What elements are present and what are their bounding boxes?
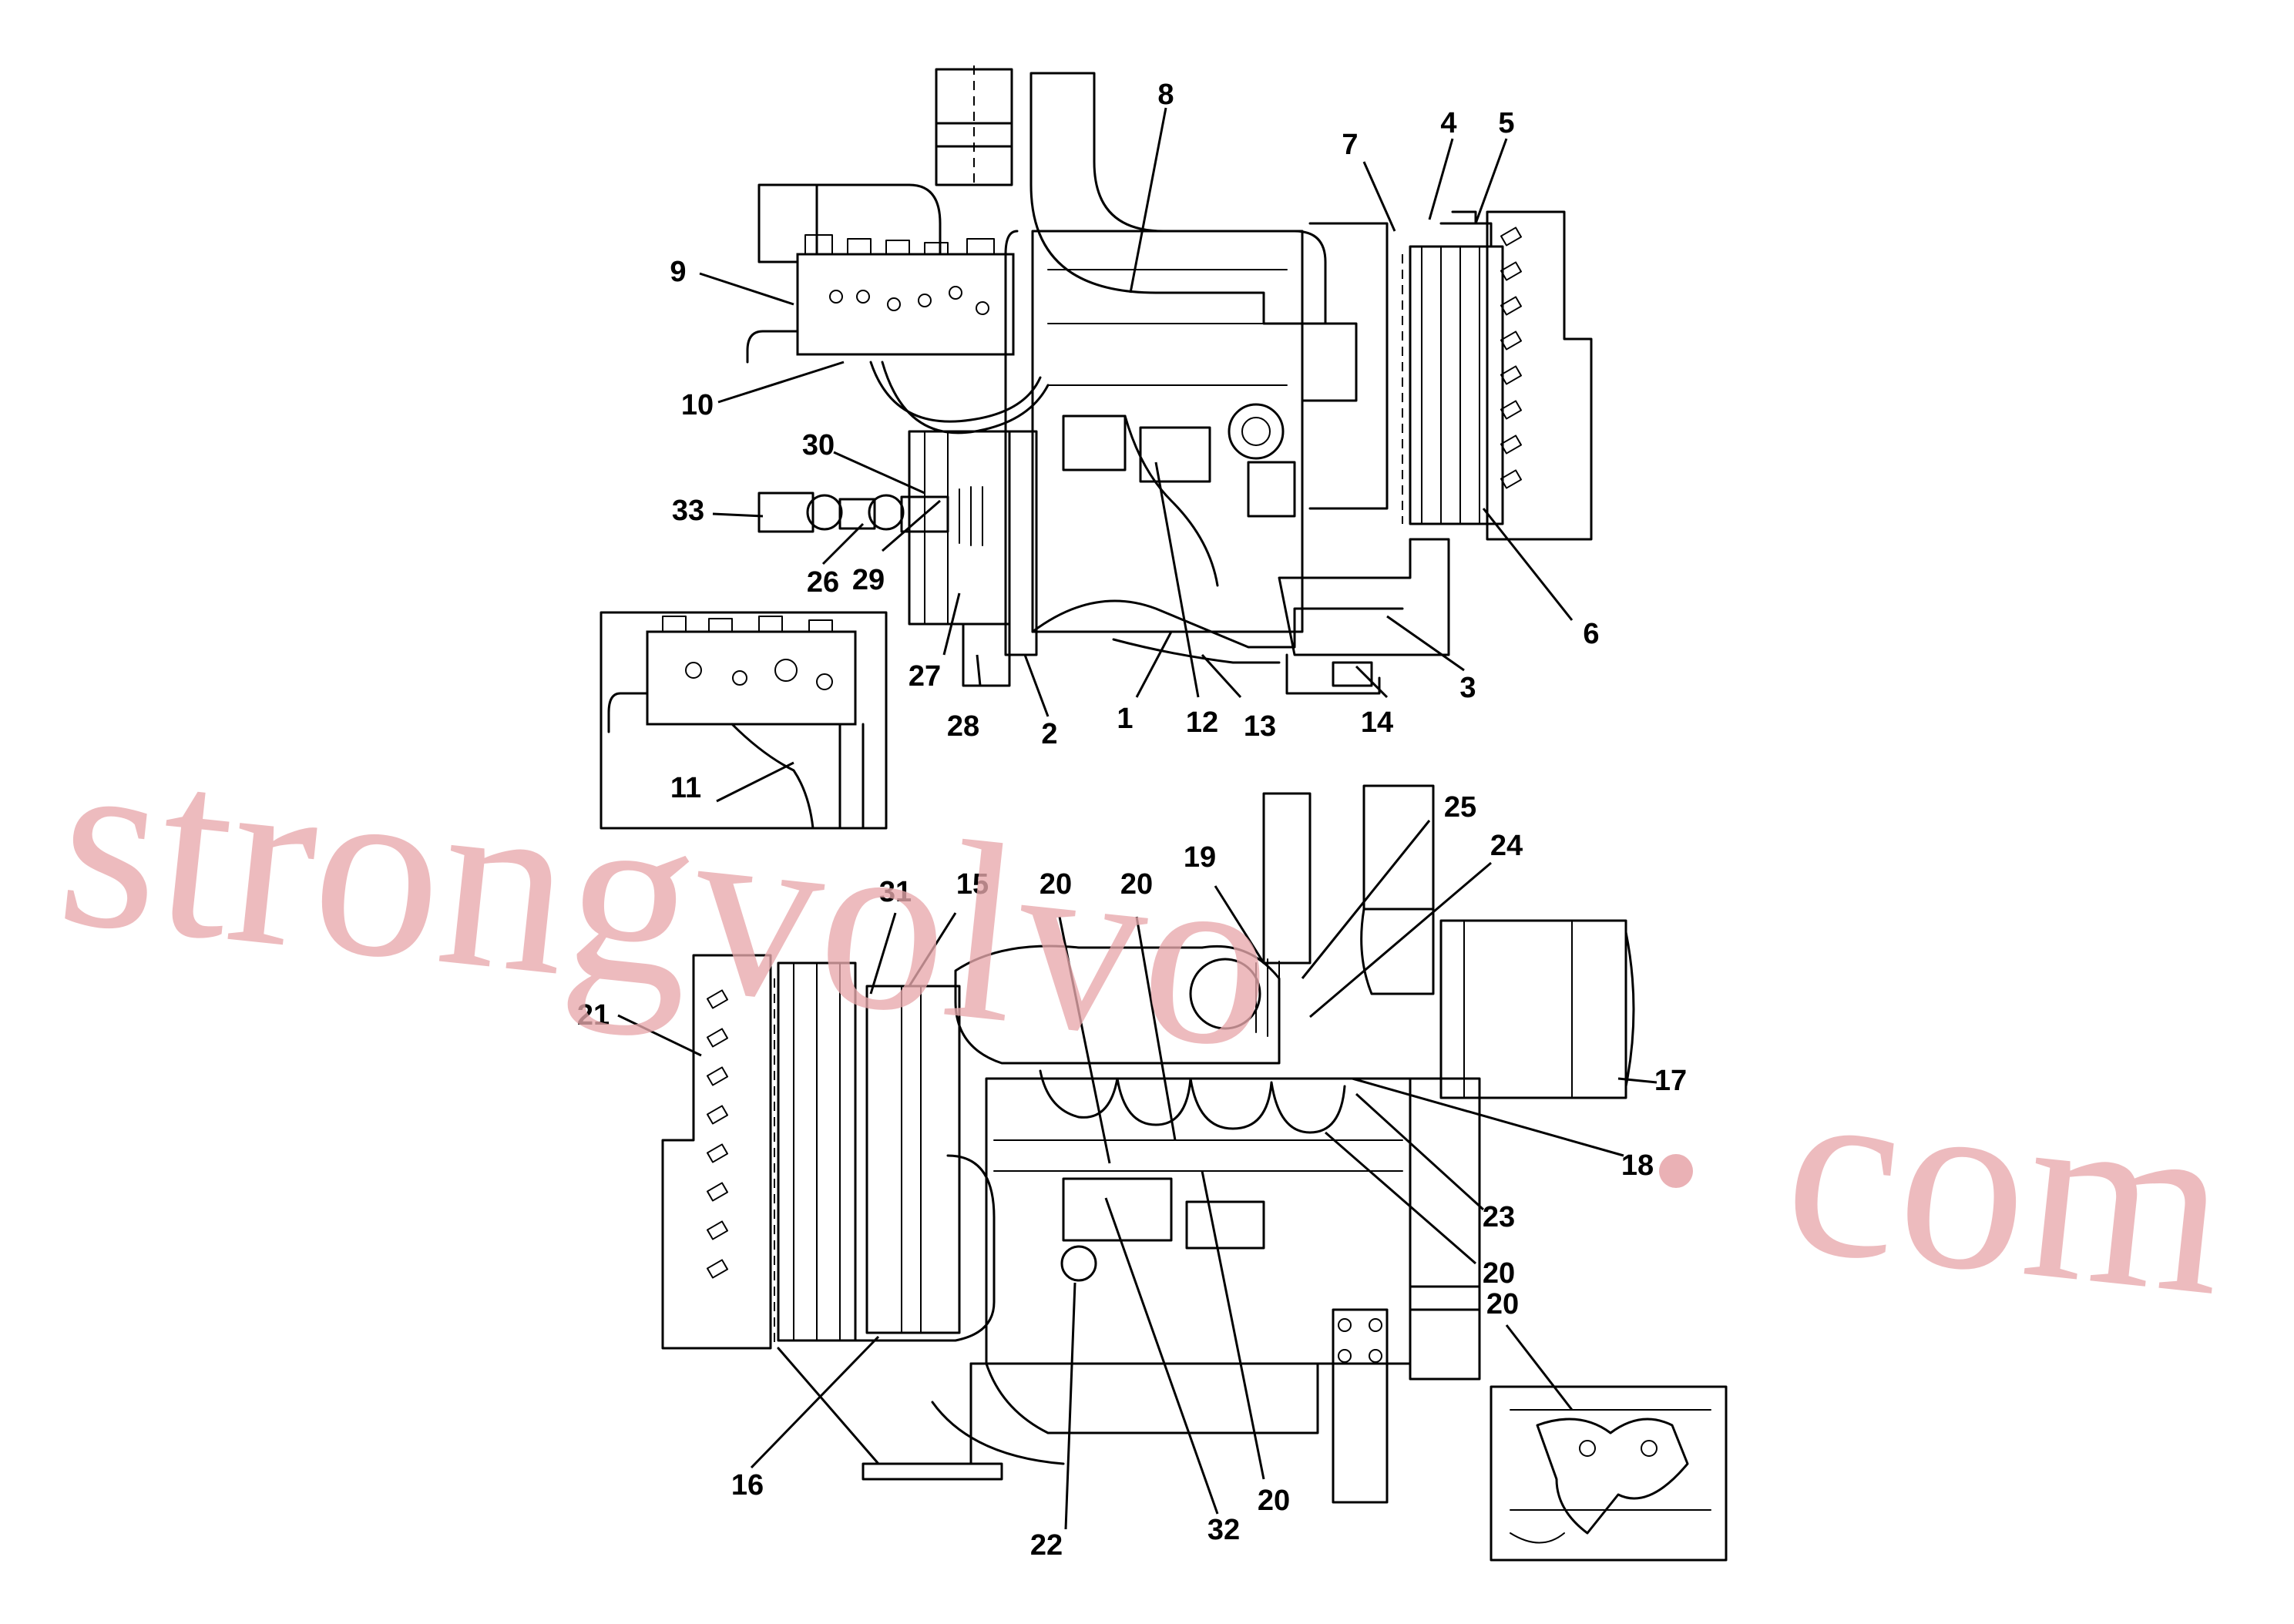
upper-engine-drawing [746,65,1593,695]
callout-20-top-left: 20 [1040,868,1072,901]
callout-5: 5 [1498,107,1514,139]
inset-detail-20 [1490,1385,1728,1562]
callout-22: 22 [1030,1529,1063,1562]
lower-engine-drawing [661,784,1635,1504]
callout-16: 16 [731,1469,764,1502]
callout-8: 8 [1157,79,1174,111]
callout-2: 2 [1041,718,1057,750]
callout-18: 18 [1621,1149,1654,1182]
callout-14: 14 [1361,706,1393,739]
callout-20-right: 20 [1483,1257,1515,1290]
callout-11: 11 [670,772,701,804]
callout-32: 32 [1207,1514,1240,1546]
callout-10: 10 [681,389,714,421]
callout-15: 15 [956,868,989,901]
callout-30: 30 [802,429,835,461]
callout-12: 12 [1186,706,1218,739]
callout-4: 4 [1440,107,1456,139]
callout-24: 24 [1490,830,1523,862]
callout-20-bottom: 20 [1258,1485,1290,1517]
callout-31: 31 [879,876,912,908]
callout-20-inset: 20 [1486,1288,1519,1320]
callout-3: 3 [1459,672,1476,704]
callout-23: 23 [1483,1201,1515,1233]
callout-9: 9 [670,256,686,288]
watermark-dot [1659,1154,1693,1188]
callout-6: 6 [1583,618,1599,650]
watermark-suffix: com [1774,1024,2239,1349]
watermark: strongvolvo com [48,696,2239,1349]
callout-13: 13 [1244,710,1276,743]
callout-25: 25 [1444,791,1476,824]
callout-27: 27 [909,660,941,693]
callout-29: 29 [852,564,885,596]
upper-callouts: 8 4 5 7 9 10 30 33 26 29 27 28 2 1 12 13… [670,79,1599,804]
lower-callouts: 25 24 19 31 15 20 20 21 17 18 23 20 16 2… [577,791,1687,1562]
callout-33: 33 [672,495,704,527]
callout-26: 26 [807,566,839,599]
leader-lines [617,107,1658,1530]
callout-28: 28 [947,710,979,743]
callout-21: 21 [577,999,610,1032]
inset-detail-11 [600,611,888,830]
callout-7: 7 [1342,129,1358,161]
callout-17: 17 [1654,1065,1687,1097]
watermark-text: strongvolvo [48,696,1285,1103]
callout-20-top-right: 20 [1120,868,1153,901]
callout-1: 1 [1117,703,1133,735]
callout-19: 19 [1184,841,1216,874]
